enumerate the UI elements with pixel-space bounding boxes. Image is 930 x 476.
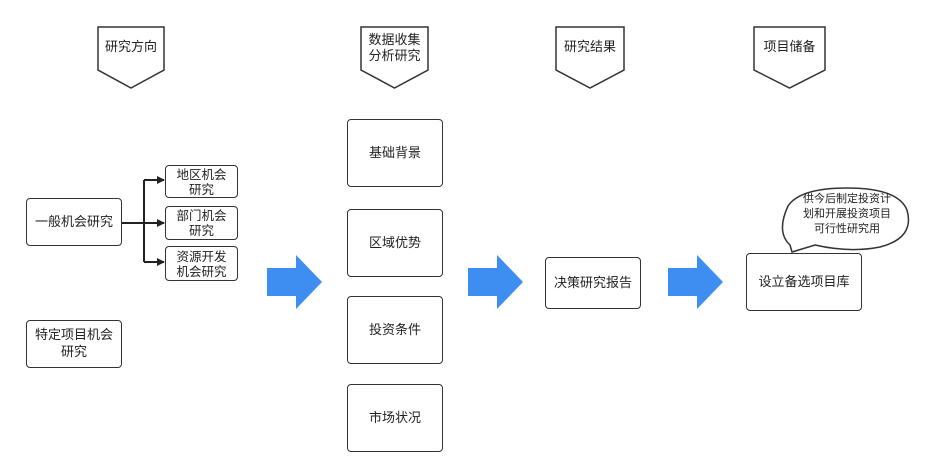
header-banner-collection	[360, 26, 429, 89]
general-opportunity-box: 一般机会研究	[26, 198, 122, 246]
header-direction: 研究方向	[104, 40, 157, 55]
department-opportunity-box: 部门机会 研究	[165, 206, 238, 240]
flow-arrow-2	[468, 255, 523, 309]
region-opportunity-box: 地区机会 研究	[165, 165, 238, 198]
flow-arrow-3	[668, 255, 723, 309]
note-bubble	[781, 187, 910, 253]
note-bubble-text: 供今后制定投资计 划和开展投资项目 可行性研究用	[803, 192, 891, 235]
analysis-background-box: 基础背景	[347, 119, 443, 187]
resource-opportunity-box: 资源开发 机会研究	[165, 246, 238, 281]
project-library-box: 设立备选项目库	[746, 253, 862, 311]
header-reserve: 项目储备	[763, 40, 816, 55]
decision-report-box: 决策研究报告	[545, 257, 641, 309]
analysis-advantage-box: 区域优势	[347, 209, 443, 277]
header-banner-result	[555, 26, 625, 89]
specific-project-box: 特定项目机会 研究	[26, 320, 122, 368]
header-banner-direction	[97, 26, 165, 89]
flow-arrow-1	[267, 255, 322, 309]
header-banner-reserve	[753, 26, 826, 89]
tree-connectors	[122, 176, 165, 266]
header-collection: 数据收集 分析研究	[368, 33, 421, 64]
analysis-investment-box: 投资条件	[347, 296, 443, 364]
header-result: 研究结果	[563, 40, 616, 55]
analysis-market-box: 市场状况	[347, 384, 443, 452]
